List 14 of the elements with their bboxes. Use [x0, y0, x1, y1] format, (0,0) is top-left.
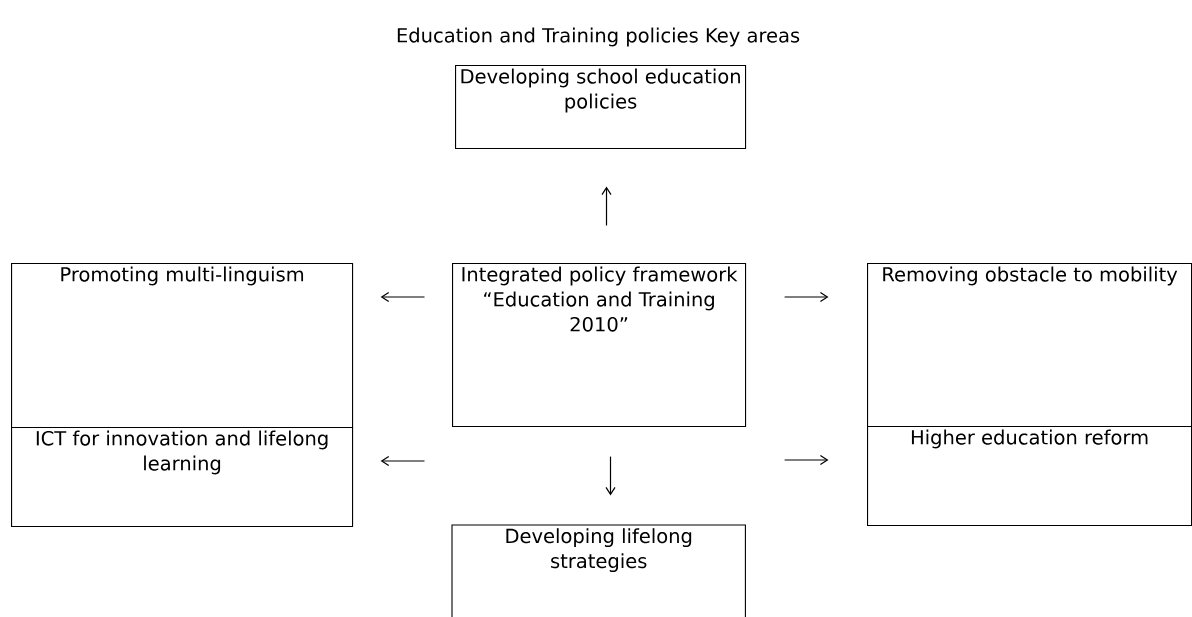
arrow	[601, 186, 612, 227]
arrow	[784, 454, 829, 466]
text-box: Developing school education policies	[455, 65, 747, 150]
text-box: ICT for innovation and lifelong learning	[11, 427, 354, 528]
text-box: Removing obstacle to mobility	[867, 263, 1192, 428]
text-box: Developing lifelong strategies	[451, 524, 746, 617]
text-box: Promoting multi-linguism	[11, 262, 354, 429]
text-box: Integrated policy framework “Education and Training 2010”	[452, 262, 747, 428]
arrow	[380, 291, 426, 303]
arrow	[605, 455, 616, 496]
text-box: Higher education reform	[867, 426, 1192, 527]
arrow	[784, 291, 829, 303]
title: Education and Training policies Key areas	[397, 27, 800, 47]
arrow	[380, 455, 426, 467]
